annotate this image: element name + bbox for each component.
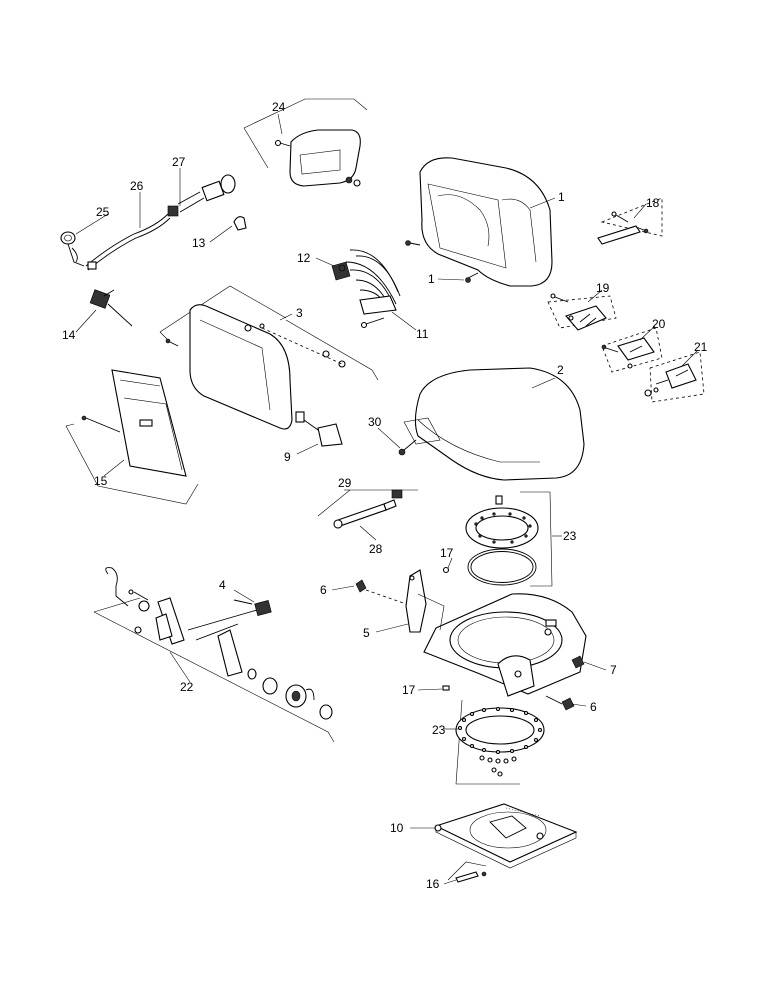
cable-assembly <box>60 174 236 271</box>
callout-19: 19 <box>596 281 610 295</box>
callout-6-upper: 6 <box>320 583 327 597</box>
ring-holes <box>457 706 543 755</box>
callout-13: 13 <box>192 236 206 250</box>
seat-cushion-2 <box>403 367 585 481</box>
callout-4: 4 <box>219 578 226 592</box>
plug-30 <box>398 439 417 456</box>
switch-14 <box>89 289 133 327</box>
callout-29: 29 <box>338 476 352 490</box>
ring-23-lower <box>455 699 545 785</box>
rear-cover-15 <box>65 369 199 505</box>
pin-17-lower <box>442 685 450 691</box>
base-plate-10 <box>434 803 578 869</box>
clip-13 <box>233 216 247 231</box>
adjuster-22 <box>93 567 335 743</box>
ring-23-upper <box>465 491 553 587</box>
callout-18: 18 <box>646 196 660 210</box>
callout-25: 25 <box>96 205 110 219</box>
callout-28: 28 <box>369 542 383 556</box>
callout-14: 14 <box>62 328 76 342</box>
callout-1-lower: 1 <box>428 272 435 286</box>
leader-lines <box>75 113 699 885</box>
lever-mechanism <box>331 249 401 329</box>
back-panel-3 <box>159 285 379 430</box>
callout-17-lower: 17 <box>402 683 416 697</box>
latch-19 <box>547 293 617 331</box>
pin-17-upper <box>442 566 450 574</box>
callout-11: 11 <box>416 327 429 341</box>
bracket-18 <box>597 197 663 245</box>
callout-27: 27 <box>172 155 186 169</box>
callout-12: 12 <box>297 251 311 265</box>
callout-1-upper: 1 <box>558 190 565 204</box>
pin-16 <box>447 861 487 883</box>
callout-23-upper: 23 <box>563 529 577 543</box>
bolt-7 <box>571 655 585 669</box>
bolt-6-lower <box>545 695 575 711</box>
latch-20 <box>601 327 663 373</box>
callout-9: 9 <box>284 450 291 464</box>
callout-26: 26 <box>130 179 144 193</box>
callout-6-lower: 6 <box>590 700 597 714</box>
latch-21 <box>644 351 705 403</box>
callout-16: 16 <box>426 877 440 891</box>
callout-15: 15 <box>94 474 108 488</box>
callout-22: 22 <box>180 680 194 694</box>
gas-spring <box>317 489 418 529</box>
callout-7: 7 <box>610 663 617 677</box>
callout-2: 2 <box>557 363 564 377</box>
callout-23-lower: 23 <box>432 723 446 737</box>
armrest-part <box>243 98 368 187</box>
callout-24: 24 <box>272 100 286 114</box>
callout-17-upper: 17 <box>440 546 454 560</box>
seat-back-cushion <box>405 157 553 287</box>
connector-9 <box>303 419 343 447</box>
callout-21: 21 <box>694 340 708 354</box>
callout-3: 3 <box>296 306 303 320</box>
callout-20: 20 <box>652 317 666 331</box>
swivel-frame-5 <box>405 569 587 697</box>
callout-10: 10 <box>390 821 404 835</box>
callout-5: 5 <box>363 626 370 640</box>
bolt-6-upper <box>355 579 407 605</box>
callout-labels: 1 1 2 3 4 5 6 6 7 9 10 11 12 13 14 15 16… <box>62 100 708 891</box>
callout-30: 30 <box>368 415 382 429</box>
